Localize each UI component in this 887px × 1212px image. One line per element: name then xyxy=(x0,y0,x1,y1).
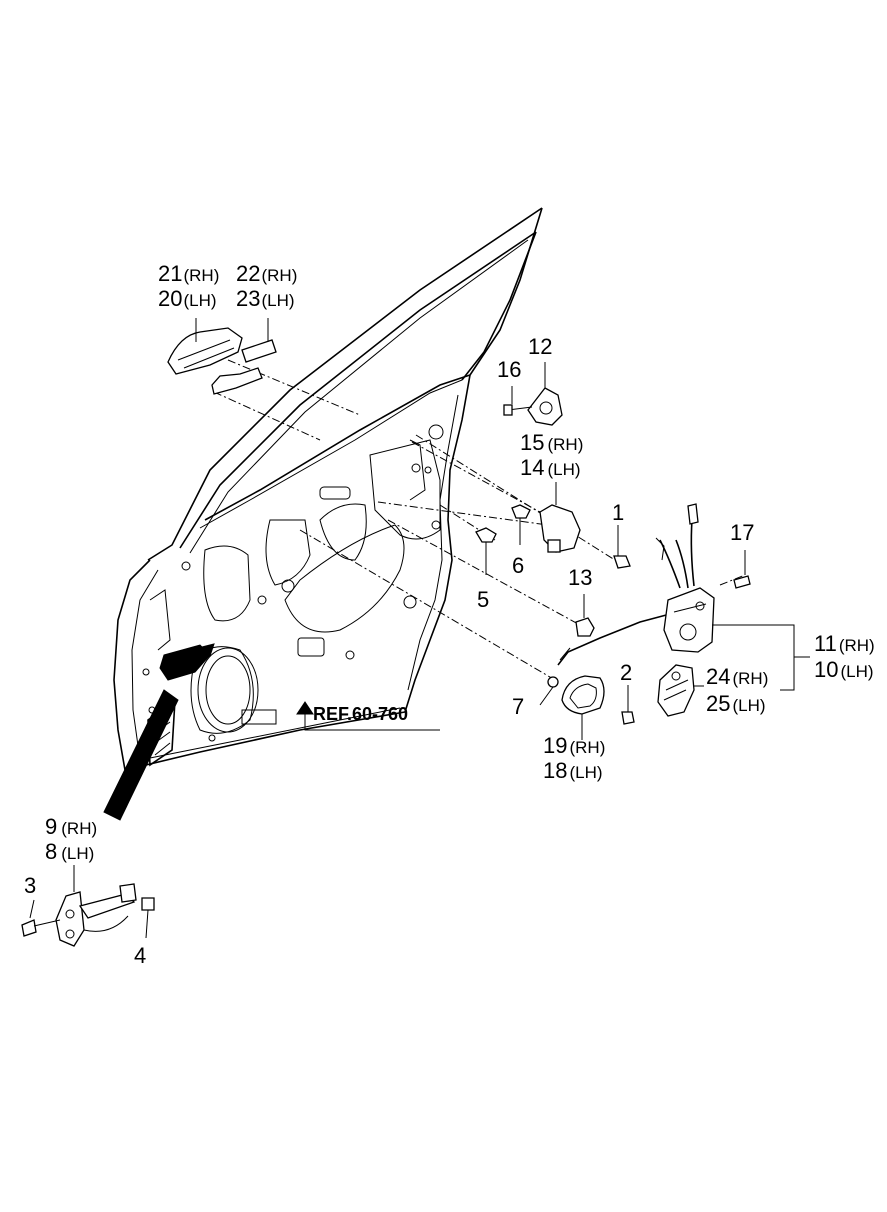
callout-19-rh: 19(RH) xyxy=(543,733,605,758)
callout-8-lh: 8(LH) xyxy=(45,839,94,864)
reference-label: REF.60-760 xyxy=(313,704,408,724)
callout-3: 3 xyxy=(24,873,36,898)
callout-17: 17 xyxy=(730,520,754,545)
upper-bracket-assembly xyxy=(503,362,563,426)
clip-13 xyxy=(575,594,595,637)
actuator-assembly xyxy=(657,664,695,717)
callout-20-lh: 20(LH) xyxy=(158,286,217,311)
mid-bracket-assembly xyxy=(475,482,631,575)
callout-14-lh: 14(LH) xyxy=(520,455,581,480)
callout-15-rh: 15(RH) xyxy=(520,430,583,455)
door-latch-assembly xyxy=(655,503,751,653)
door-checker-strap xyxy=(103,643,215,821)
callout-24-rh: 24(RH) xyxy=(706,664,768,689)
callout-25-lh: 25(LH) xyxy=(706,691,766,716)
callout-2: 2 xyxy=(620,660,632,685)
callout-10-lh: 10(LH) xyxy=(814,657,874,682)
inside-handle-assembly xyxy=(539,675,635,740)
assembly-leader-lines xyxy=(213,359,746,681)
callout-5: 5 xyxy=(477,587,489,612)
callout-23-lh: 23(LH) xyxy=(236,286,295,311)
callout-16: 16 xyxy=(497,357,521,382)
callout-7: 7 xyxy=(512,694,524,719)
door-checker-assembly xyxy=(21,865,155,947)
callout-12: 12 xyxy=(528,334,552,359)
callout-4: 4 xyxy=(134,943,146,968)
callout-9-rh: 9(RH) xyxy=(45,814,97,839)
callout-6: 6 xyxy=(512,553,524,578)
door-frame-drawing xyxy=(113,207,543,771)
callout-22-rh: 22(RH) xyxy=(236,261,297,286)
latch-rod-cable xyxy=(557,613,671,666)
reference-callout xyxy=(296,701,440,731)
callout-11-rh: 11(RH) xyxy=(814,631,875,656)
callout-1: 1 xyxy=(612,500,624,525)
callout-13: 13 xyxy=(568,565,592,590)
callout-brackets xyxy=(694,624,810,691)
outside-handle-assembly xyxy=(167,318,277,395)
callout-18-lh: 18(LH) xyxy=(543,758,603,783)
callout-21-rh: 21(RH) xyxy=(158,261,219,286)
callout-labels: 1 2 3 4 5 6 7 12 13 16 17 9(RH) 8(LH) 11… xyxy=(24,261,875,968)
inner-panel-cutouts xyxy=(142,424,444,767)
